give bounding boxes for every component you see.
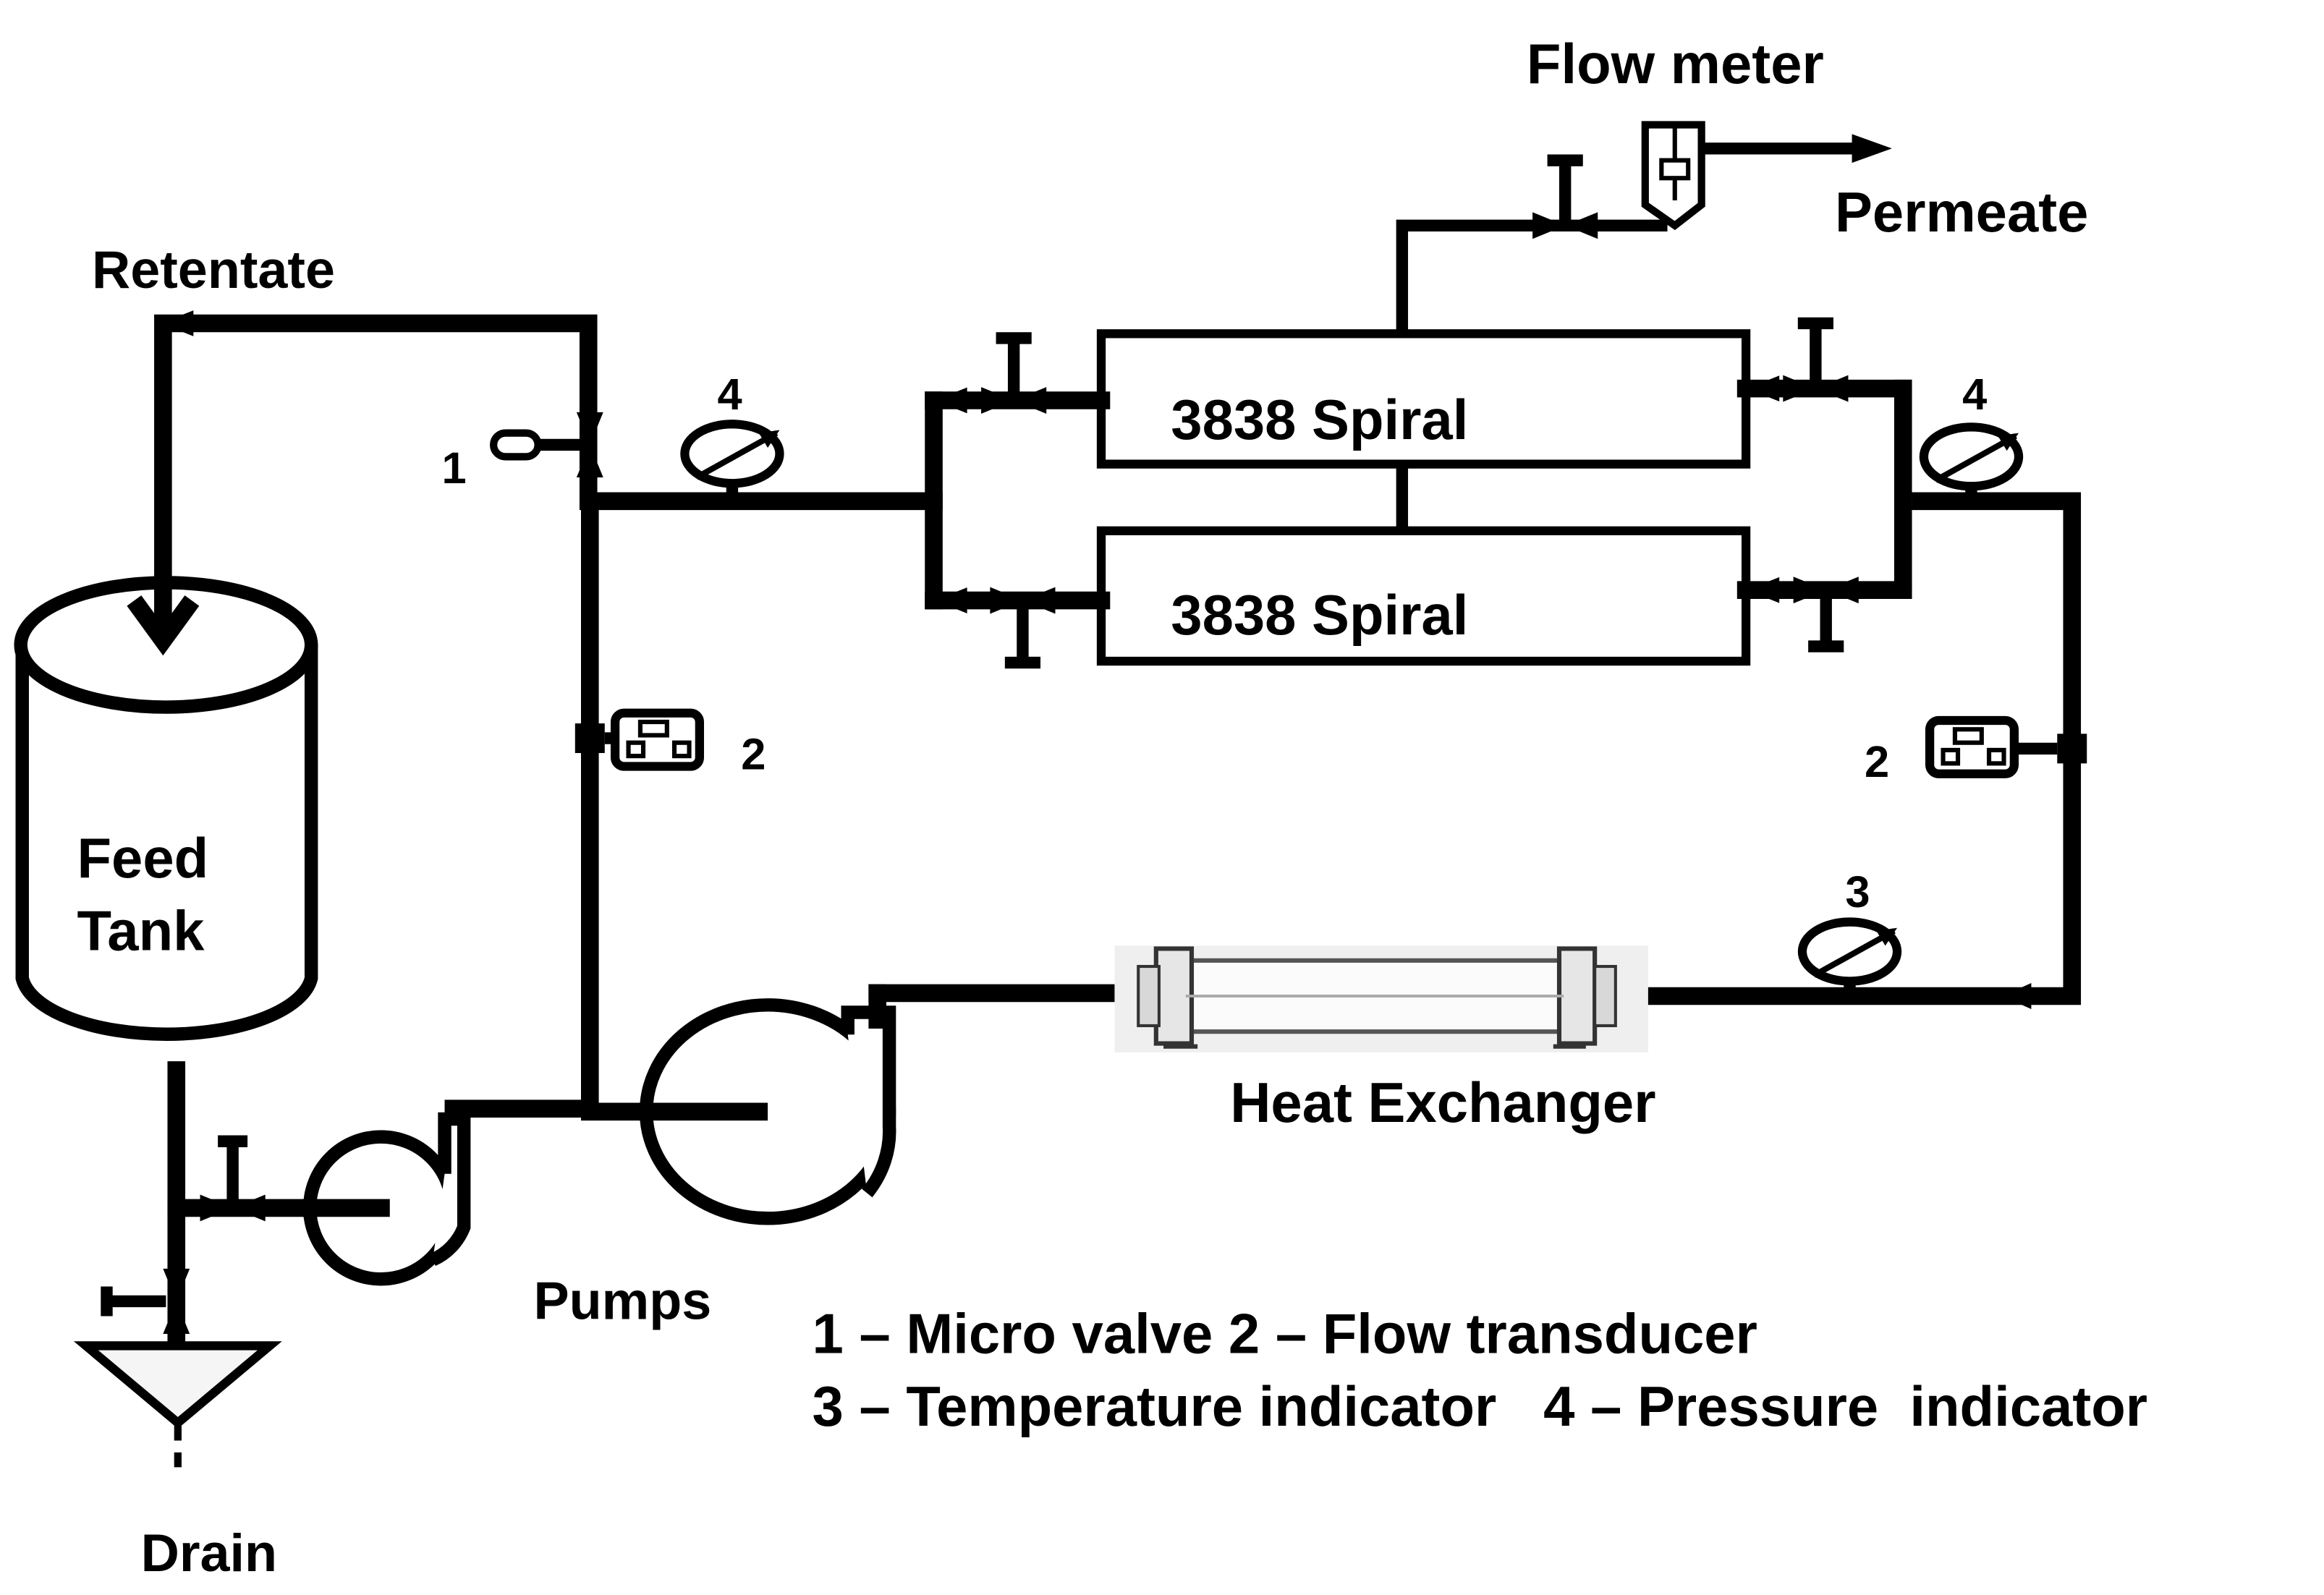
heat-exchanger-label: Heat Exchanger — [1230, 1072, 1655, 1134]
legend-line-2: 3 – Temperature indicator 4 – Pressure i… — [813, 1376, 2147, 1438]
pressure-gauge-right-icon — [1919, 422, 2024, 501]
permeate-label: Permeate — [1835, 182, 2088, 244]
flow-transducer-left-number: 2 — [741, 730, 766, 780]
pressure-gauge-icon — [680, 420, 784, 501]
temperature-gauge-number: 3 — [1845, 867, 1870, 917]
flow-transducer-icon — [574, 708, 705, 771]
flow-transducer-right-icon — [1925, 715, 2087, 778]
pressure-gauge-left-number: 4 — [717, 370, 742, 420]
flow-meter-icon — [1641, 121, 1705, 231]
drain-valve-icon[interactable] — [101, 1268, 190, 1335]
legend-line-1: 1 – Micro valve 2 – Flow transducer — [813, 1303, 1757, 1366]
flow-transducer-right-number: 2 — [1865, 737, 1889, 787]
drain-label: Drain — [141, 1523, 277, 1583]
spiral-top-outlet-valve-icon[interactable] — [981, 332, 1047, 414]
pump-small — [302, 1112, 471, 1286]
feed-piping — [444, 492, 1166, 1121]
spiral-module-bottom-label: 3838 Spiral — [1171, 584, 1468, 647]
flow-meter-label: Flow meter — [1527, 33, 1824, 95]
pumps-label: Pumps — [533, 1271, 711, 1331]
pump-inlet-valve-icon[interactable] — [200, 1135, 266, 1222]
micro-valve-number: 1 — [441, 443, 466, 493]
spiral-bottom-inlet-valve-icon[interactable] — [1793, 577, 1859, 652]
temperature-gauge-icon — [1797, 917, 1902, 996]
pressure-gauge-right-number: 4 — [1962, 370, 1987, 420]
spiral-top-inlet-valve-icon[interactable] — [1783, 317, 1849, 402]
spiral-module-bottom — [1096, 526, 1751, 666]
left-manifold — [925, 387, 1111, 613]
permeate-valve-icon[interactable] — [1532, 154, 1598, 239]
pump-large — [581, 998, 896, 1225]
micro-valve-icon[interactable] — [490, 412, 603, 478]
retentate-label: Retentate — [92, 239, 335, 299]
spiral-module-top-label: 3838 Spiral — [1171, 389, 1468, 451]
heat-exchanger — [1114, 945, 1648, 1052]
feed-tank-label-line1: Feed — [77, 828, 209, 890]
drain-line — [73, 1061, 321, 1471]
spiral-module-top — [1096, 329, 1751, 469]
spiral-bottom-outlet-valve-icon[interactable] — [990, 587, 1056, 669]
feed-tank-label-line2: Tank — [77, 900, 205, 962]
